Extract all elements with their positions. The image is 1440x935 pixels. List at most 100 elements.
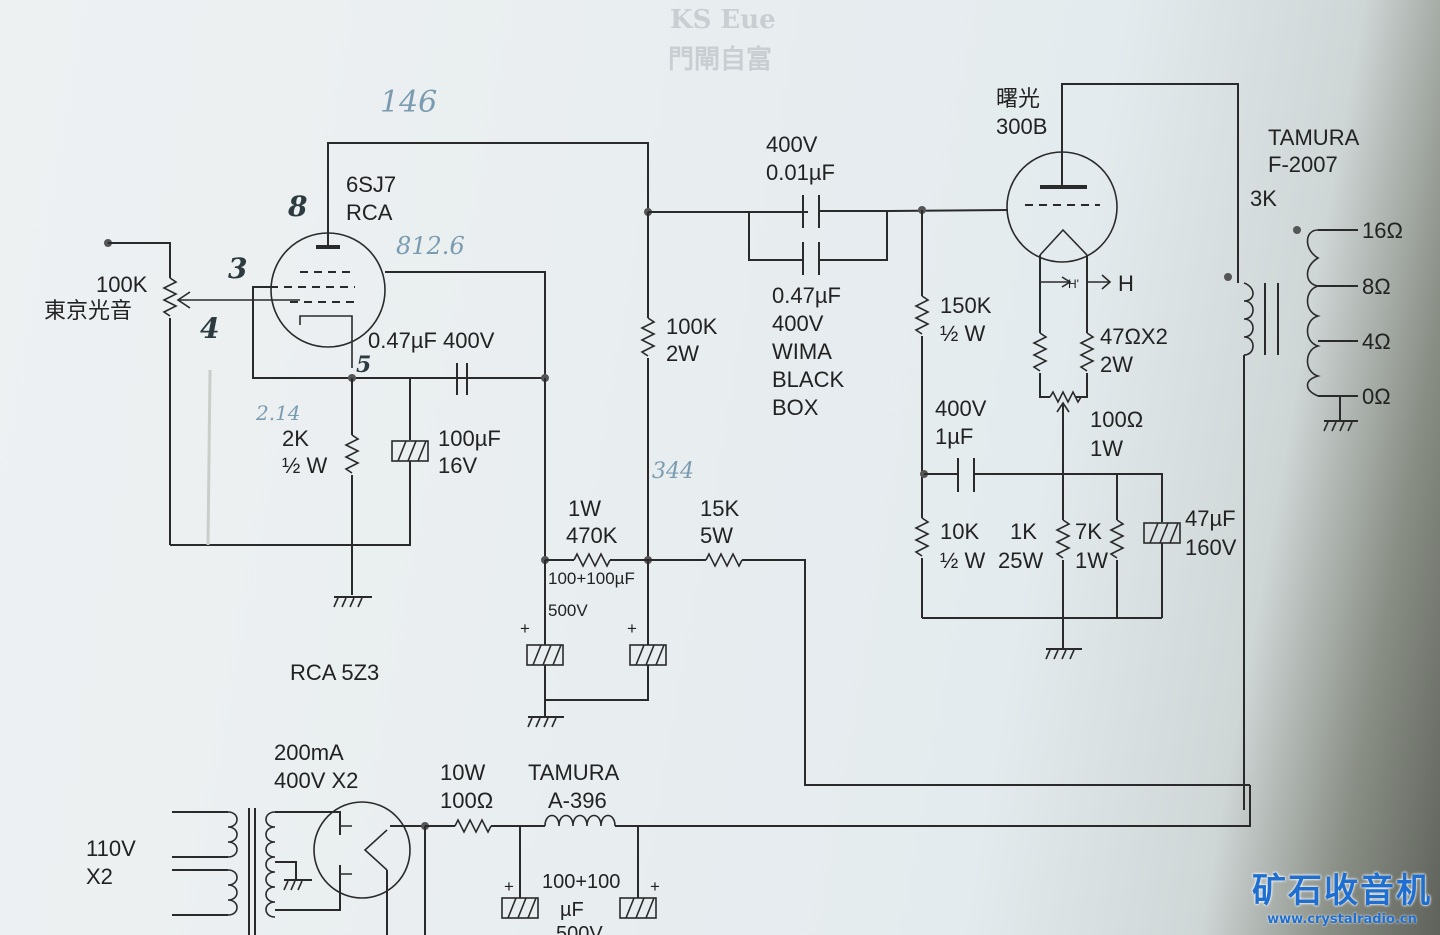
grid-resistor-watt: ½ W	[940, 321, 985, 346]
pot-brand: 東京光音	[44, 298, 132, 323]
resistor-10k-value: 10K	[940, 519, 979, 544]
plate-resistor-watt: 2W	[666, 341, 699, 366]
ground-icon	[283, 879, 312, 891]
ghost-text-1: KS Eue	[670, 5, 776, 35]
main-cap-series-1: BLACK	[772, 367, 844, 392]
hum-resistors-value: 47ΩX2	[1100, 324, 1168, 349]
resistor-10k-watt: ½ W	[940, 548, 985, 573]
heater-label-h: H	[1118, 271, 1134, 296]
series-resistor-value: 100Ω	[440, 788, 493, 813]
pot-wiper-arrow-icon	[1056, 401, 1070, 413]
input-tube-brand: RCA	[346, 200, 393, 225]
hum-resistor-right	[1079, 332, 1095, 372]
cathode-cap-47-value: 47µF	[1185, 506, 1236, 531]
choke-a396	[544, 814, 616, 827]
screen-resistor-value: 470K	[566, 523, 618, 548]
cathode-resistor-label: 2K	[282, 426, 309, 451]
series-resistor-100-ohm	[454, 818, 492, 834]
watermark-title: 矿石收音机	[1252, 871, 1432, 911]
filter-cap-left-icon: +	[520, 619, 564, 666]
ground-icon	[527, 716, 564, 728]
rectifier-tube-5z3	[313, 801, 411, 899]
screen-resistor-470k	[573, 552, 611, 568]
svg-text:+: +	[504, 877, 514, 896]
dropping-resistor-15k	[705, 552, 743, 568]
psu-filter-cap-left-icon: +	[501, 877, 539, 919]
grid-resistor-150k	[914, 295, 930, 335]
mains-multiplier: X2	[86, 864, 113, 889]
grid-resistor-value: 150K	[940, 293, 992, 318]
plate-resistor-value: 100K	[666, 314, 718, 339]
hum-resistors-watt: 2W	[1100, 352, 1133, 377]
handwritten-note-146: 146	[380, 85, 437, 120]
ghost-text-2: 門閘自富	[668, 44, 772, 75]
rectifier-label: RCA 5Z3	[290, 660, 379, 685]
resistor-1k-value: 1K	[1010, 519, 1037, 544]
resistor-7k	[1055, 519, 1071, 559]
cathode-cap-47-voltage: 160V	[1185, 535, 1237, 560]
small-cap-value: 0.01µF	[766, 160, 835, 185]
hum-balance-pot	[1049, 390, 1082, 404]
svg-text:+: +	[650, 877, 660, 896]
heater-label-h-prime: H'	[1068, 277, 1079, 291]
site-watermark: 矿石收音机 www.crystalradio.cn	[1252, 863, 1432, 927]
resistor-10k	[914, 517, 930, 557]
ot-brand: TAMURA	[1268, 125, 1360, 150]
volume-potentiometer	[162, 277, 178, 317]
b-plus-filter-caps-value: 100+100µF	[548, 569, 635, 588]
handwritten-pin-4: 4	[200, 312, 219, 345]
svg-text:+: +	[520, 619, 530, 638]
psu-filter-caps-voltage: 500V	[556, 923, 603, 935]
pot-wiper-arrow-icon	[176, 291, 191, 309]
pot-value: 100K	[96, 272, 148, 297]
ot-primary-impedance: 3K	[1250, 186, 1277, 211]
cathode-resistor-2k	[344, 434, 360, 474]
screen-resistor-watt: 1W	[568, 496, 601, 521]
coupling-cap-icon	[802, 195, 820, 275]
main-cap-series-2: BOX	[772, 395, 819, 420]
dropping-resistor-value: 15K	[700, 496, 739, 521]
plate-resistor-100k	[640, 317, 656, 357]
handwritten-note-214: 2.14	[255, 401, 301, 425]
tap-16-ohm: 16Ω	[1362, 218, 1403, 243]
power-transformer-voltage: 400V X2	[274, 768, 358, 793]
choke-model: A-396	[548, 788, 607, 813]
choke-brand: TAMURA	[528, 760, 620, 785]
cathode-cap-value: 100µF	[438, 426, 501, 451]
handwritten-note-344: 344	[652, 459, 694, 484]
output-tube-brand: 曙光	[996, 86, 1040, 111]
handwritten-note-812: 812.6	[396, 232, 465, 260]
psu-filter-cap-right-icon: +	[619, 877, 660, 919]
psu-filter-caps-unit: µF	[560, 899, 584, 921]
mains-voltage: 110V	[86, 836, 136, 861]
watermark-url: www.crystalradio.cn	[1267, 912, 1417, 927]
screen-bypass-cap-label: 0.47µF 400V	[368, 328, 495, 353]
hum-resistor-left	[1032, 332, 1048, 372]
psu-filter-caps-value: 100+100	[542, 871, 620, 893]
feedback-cap-icon	[957, 458, 975, 492]
cathode-cap-voltage: 16V	[438, 453, 477, 478]
resistor-7k-value: 7K	[1075, 519, 1102, 544]
cathode-cap-47uf-icon	[1143, 522, 1181, 544]
input-tube-type: 6SJ7	[346, 172, 396, 197]
main-cap-voltage: 400V	[772, 311, 824, 336]
ground-icon	[1045, 648, 1082, 660]
ground-icon	[1323, 420, 1358, 432]
series-resistor-watt: 10W	[440, 760, 485, 785]
resistor-1k-watt: 25W	[998, 548, 1043, 573]
hum-pot-watt: 1W	[1090, 436, 1123, 461]
ot-primary-winding	[1243, 282, 1254, 356]
cathode-resistor-watt: ½ W	[282, 453, 327, 478]
hum-pot-value: 100Ω	[1090, 407, 1143, 432]
resistor-7k-watt: 1W	[1075, 548, 1108, 573]
svg-text:+: +	[627, 619, 637, 638]
main-cap-value: 0.47µF	[772, 283, 841, 308]
feedback-cap-value: 1µF	[935, 424, 973, 449]
power-transformer-current: 200mA	[274, 740, 344, 765]
handwritten-pin-3: 3	[228, 252, 247, 285]
cathode-electrolytic-cap-icon	[391, 440, 429, 462]
handwritten-pin-8: 8	[287, 190, 307, 223]
small-cap-voltage: 400V	[766, 132, 818, 157]
screen-bypass-cap-icon	[456, 363, 468, 395]
